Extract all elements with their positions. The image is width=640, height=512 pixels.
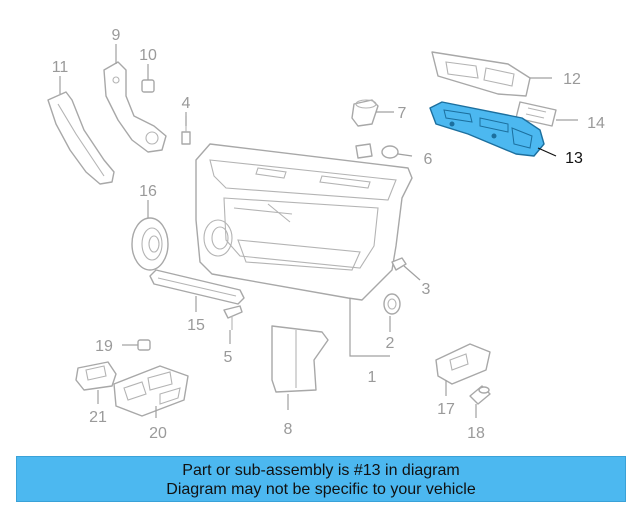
part-6-clip (355, 143, 399, 159)
callout-16: 16 (139, 183, 157, 200)
part-11-pull-handle (47, 91, 115, 185)
part-16-speaker (131, 217, 169, 271)
callout-2: 2 (386, 335, 395, 352)
callout-1: 1 (368, 369, 377, 386)
callout-19: 19 (95, 338, 113, 355)
part-15-seal-strip (149, 269, 245, 305)
part-12-switch-bezel (431, 51, 531, 97)
callout-6: 6 (424, 151, 433, 168)
callout-12: 12 (563, 71, 581, 88)
part-7-switch (351, 99, 379, 127)
leader-1 (349, 298, 390, 357)
part-17-mirror-switch (435, 343, 491, 385)
banner-line-2: Diagram may not be specific to your vehi… (166, 481, 476, 498)
callout-13: 13 (565, 150, 583, 167)
part-3-clip (391, 257, 407, 271)
callout-9: 9 (112, 27, 121, 44)
callout-11: 11 (52, 59, 69, 76)
part-13-switch-carrier (429, 101, 545, 157)
leader-6 (397, 153, 413, 157)
part-8-lower-trim (271, 325, 329, 393)
part-5-screw (223, 305, 243, 330)
part-10-clip (141, 79, 155, 93)
part-20-switch-block (113, 365, 189, 417)
leader-13 (537, 147, 557, 157)
info-banner: Part or sub-assembly is #13 in diagram D… (16, 456, 626, 502)
parts-diagram: 1 2 3 4 5 6 7 8 9 10 11 12 13 14 15 16 1… (47, 27, 605, 442)
callout-4: 4 (182, 95, 191, 112)
part-9-armrest-bracket (103, 61, 167, 153)
part-2-grommet (383, 293, 401, 315)
callout-3: 3 (422, 281, 431, 298)
callout-17: 17 (437, 401, 455, 418)
callout-21: 21 (89, 409, 107, 426)
callout-8: 8 (284, 421, 293, 438)
callout-5: 5 (224, 349, 233, 366)
callout-15: 15 (187, 317, 205, 334)
leader-3 (403, 265, 421, 281)
callout-7: 7 (398, 105, 407, 122)
callout-20: 20 (149, 425, 167, 442)
callout-10: 10 (139, 47, 157, 64)
part-21-switch (75, 361, 117, 391)
callout-14: 14 (587, 115, 605, 132)
banner-line-1: Part or sub-assembly is #13 in diagram (182, 462, 460, 479)
part-18-bulb (469, 385, 491, 405)
part-1-door-trim-panel (195, 143, 413, 301)
part-19-button (137, 339, 151, 351)
callout-18: 18 (467, 425, 485, 442)
